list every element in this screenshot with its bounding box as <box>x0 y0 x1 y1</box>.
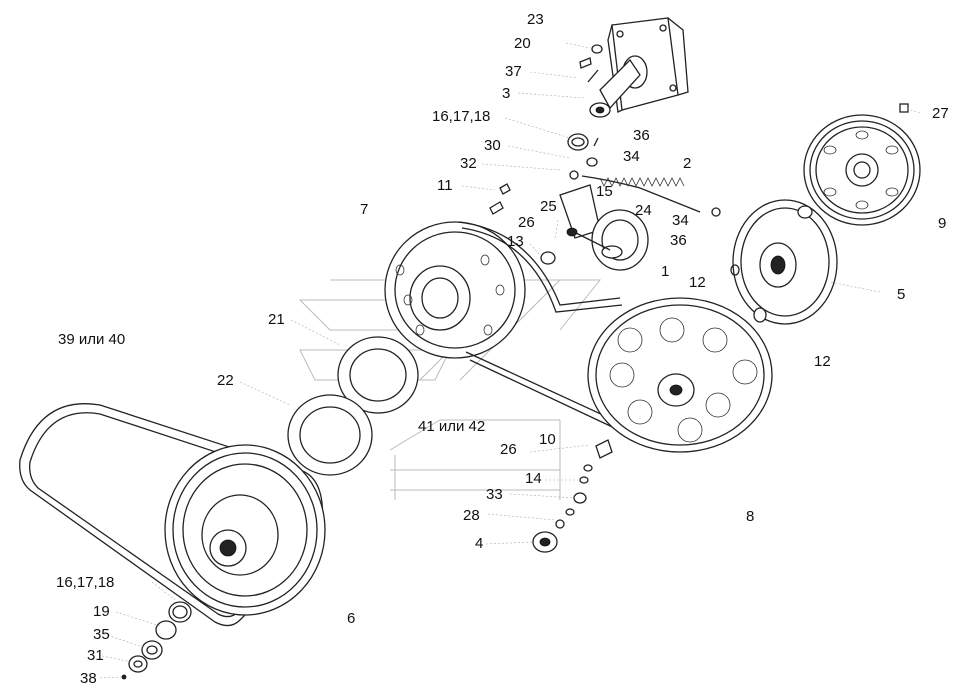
pulley-7 <box>384 221 526 359</box>
pulley-8 <box>587 297 773 453</box>
callout-15: 15 <box>596 183 613 200</box>
callout-28: 28 <box>463 507 480 524</box>
callout-9: 9 <box>938 215 947 232</box>
callout-31: 31 <box>87 647 104 664</box>
callout-20: 20 <box>514 35 531 52</box>
callout-26-top: 26 <box>518 214 535 231</box>
callout-22: 22 <box>217 372 234 389</box>
callout-41-or-42: 41 или 42 <box>418 418 486 435</box>
clutch-housing-5 <box>730 199 838 325</box>
callout-39-or-40: 39 или 40 <box>58 331 126 348</box>
callout-12-top: 12 <box>689 274 706 291</box>
callout-6: 6 <box>347 610 356 627</box>
plate-22 <box>287 394 373 476</box>
leader-lines <box>99 42 921 679</box>
callout-4: 4 <box>475 535 484 552</box>
callout-30: 30 <box>484 137 501 154</box>
callout-27: 27 <box>932 105 949 122</box>
callout-32: 32 <box>460 155 477 172</box>
tensioner-roller <box>540 184 649 271</box>
pulley-9 <box>803 103 921 226</box>
callout-34-top: 34 <box>623 148 640 165</box>
callout-26-bottom: 26 <box>500 441 517 458</box>
callout-24: 24 <box>635 202 652 219</box>
callout-25: 25 <box>540 198 557 215</box>
idler-pulley-4 <box>532 439 613 553</box>
plate-21 <box>337 336 419 414</box>
callout-14: 14 <box>525 470 542 487</box>
callout-23: 23 <box>527 11 544 28</box>
callout-12-right: 12 <box>814 353 831 370</box>
callout-5: 5 <box>897 286 906 303</box>
callout-36-top: 36 <box>633 127 650 144</box>
seal-ring-bottom <box>121 601 192 680</box>
callout-19: 19 <box>93 603 110 620</box>
callout-1: 1 <box>661 263 670 280</box>
callout-3: 3 <box>502 85 511 102</box>
pulley-6 <box>164 444 326 616</box>
callout-10: 10 <box>539 431 556 448</box>
callout-11: 11 <box>437 177 453 194</box>
callout-36-bottom: 36 <box>670 232 687 249</box>
callout-13: 13 <box>507 233 524 250</box>
callout-16-17-18-top: 16,17,18 <box>432 108 491 125</box>
callout-35: 35 <box>93 626 110 643</box>
callout-38: 38 <box>80 670 97 687</box>
callout-37: 37 <box>505 63 522 80</box>
tension-spring <box>569 170 721 217</box>
seal-ring-top <box>489 133 599 215</box>
callout-34-bottom: 34 <box>672 212 689 229</box>
callout-21: 21 <box>268 311 285 328</box>
callout-33: 33 <box>486 486 503 503</box>
callout-16-17-18-bottom: 16,17,18 <box>56 574 115 591</box>
callout-8: 8 <box>746 508 755 525</box>
callout-2: 2 <box>683 155 692 172</box>
callout-7: 7 <box>360 201 369 218</box>
bracket-shaft-assembly <box>579 17 689 118</box>
